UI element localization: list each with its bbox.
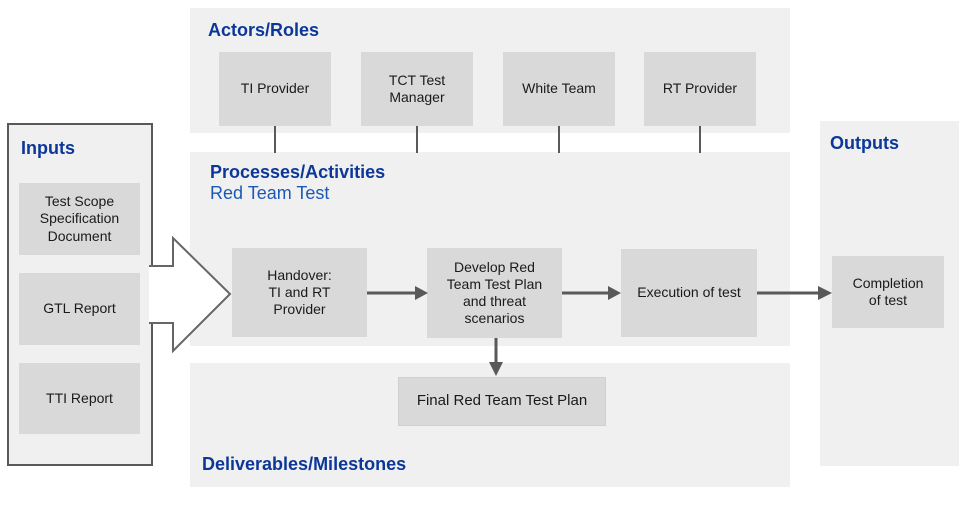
actor-box-tct-test-manager: TCT Test Manager [361,52,473,126]
input-box-tti-report: TTI Report [19,363,140,434]
process-label: Develop Red Team Test Plan and threat sc… [446,258,543,327]
inputs-title: Inputs [21,138,75,158]
input-box-test-scope: Test Scope Specification Document [19,183,140,255]
deliverables-title: Deliverables/Milestones [202,454,407,474]
deliverable-label: Final Red Team Test Plan [416,392,588,410]
actor-label: TCT Test Manager [388,71,446,105]
input-label: GTL Report [43,300,116,317]
processes-subtitle: Red Team Test [210,183,330,203]
actor-box-rt-provider: RT Provider [644,52,756,126]
output-box-completion: Completion of test [832,256,944,328]
process-box-execution: Execution of test [621,249,757,337]
actor-label: TI Provider [240,80,310,97]
output-label: Completion of test [852,274,924,308]
input-box-gtl-report: GTL Report [19,273,140,345]
process-label: Handover: TI and RT Provider [267,266,332,318]
process-box-develop-plan: Develop Red Team Test Plan and threat sc… [427,248,562,338]
actor-label: White Team [522,80,596,97]
input-label: Test Scope Specification Document [39,193,120,244]
deliverable-box-final-plan: Final Red Team Test Plan [398,377,606,426]
process-label: Execution of test [637,284,741,301]
actors-title: Actors/Roles [208,20,320,40]
actor-box-ti-provider: TI Provider [219,52,331,126]
outputs-title: Outputs [830,133,899,153]
input-label: TTI Report [46,389,113,406]
processes-title-text: Processes/Activities [210,162,386,182]
process-box-handover: Handover: TI and RT Provider [232,248,367,337]
actor-label: RT Provider [662,80,738,97]
processes-title: Processes/Activities Red Team Test [210,162,385,204]
actor-box-white-team: White Team [503,52,615,126]
